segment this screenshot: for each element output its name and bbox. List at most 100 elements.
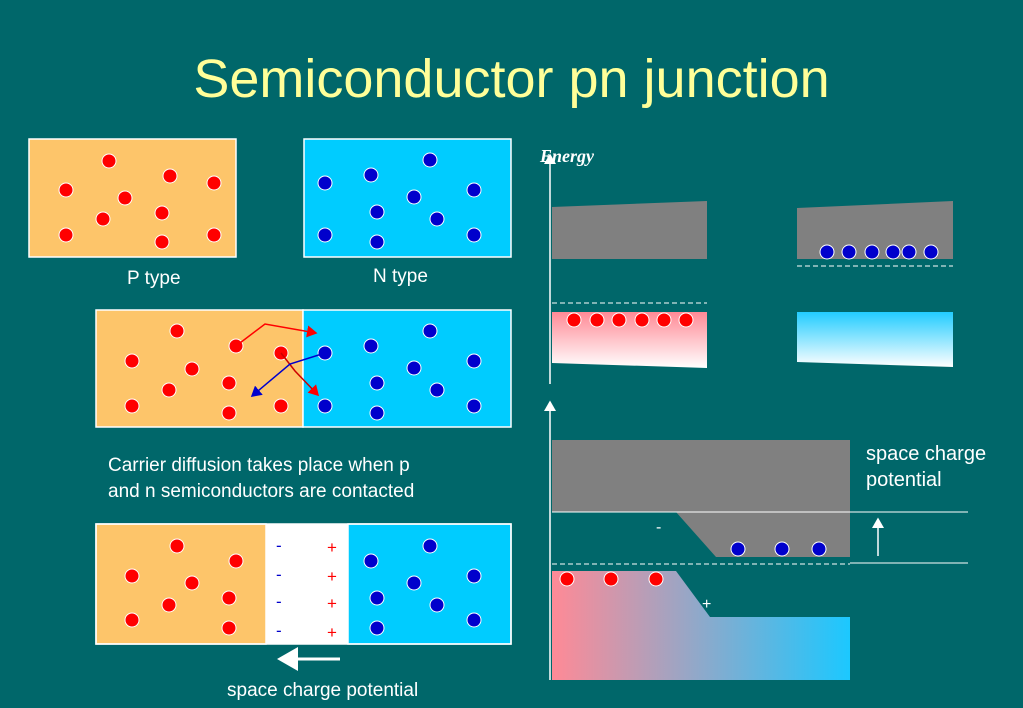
n-type-label: N type	[373, 266, 428, 287]
electron	[841, 244, 857, 260]
positive-charge: +	[327, 567, 337, 586]
hole	[154, 205, 170, 221]
electron	[406, 575, 422, 591]
hole	[648, 571, 664, 587]
p-type-label: P type	[127, 268, 181, 289]
positive-charge: +	[327, 623, 337, 642]
hole	[206, 227, 222, 243]
negative-charge: -	[276, 592, 282, 611]
hole-diffusion-arrow	[280, 352, 320, 397]
electron	[363, 338, 379, 354]
electron	[923, 244, 939, 260]
space-charge-right-label: space charge potential	[866, 441, 986, 493]
contact-electrons	[317, 323, 482, 421]
positive-charge: +	[327, 594, 337, 613]
electron	[317, 175, 333, 191]
band-diagram-separated	[544, 153, 953, 384]
junction-plus: +	[702, 596, 711, 613]
electron	[429, 597, 445, 613]
negative-charge: -	[276, 621, 282, 640]
hole	[589, 312, 605, 328]
hole-diffusion-arrow	[235, 323, 318, 347]
hole	[206, 175, 222, 191]
electron	[422, 538, 438, 554]
band-diagram-junction: - +	[544, 400, 968, 680]
hole	[124, 398, 140, 414]
p-conduction-band	[552, 201, 707, 259]
n-conduction-band	[797, 201, 953, 259]
electron	[317, 398, 333, 414]
hole	[611, 312, 627, 328]
hole	[678, 312, 694, 328]
diffusion-caption-line1: Carrier diffusion takes place when p	[108, 455, 410, 476]
electron	[369, 590, 385, 606]
electron	[363, 167, 379, 183]
hole	[221, 620, 237, 636]
p-type-holes	[58, 153, 222, 250]
electron	[422, 323, 438, 339]
positive-charge: +	[327, 538, 337, 557]
space-charge-right-line2: potential	[866, 469, 942, 491]
depletion-region	[266, 524, 348, 644]
hole	[124, 353, 140, 369]
electron	[422, 152, 438, 168]
hole	[221, 405, 237, 421]
hole	[161, 597, 177, 613]
hole	[184, 575, 200, 591]
hole	[221, 375, 237, 391]
hole	[184, 361, 200, 377]
hole	[124, 568, 140, 584]
space-charge-right-line1: space charge	[866, 443, 987, 465]
n-type-electrons	[317, 152, 482, 250]
hole	[117, 190, 133, 206]
hole	[273, 398, 289, 414]
depletion-charges: - - - - + + + +	[276, 536, 337, 642]
depleted-holes	[124, 538, 244, 636]
electron	[466, 182, 482, 198]
electron	[885, 244, 901, 260]
hole	[58, 182, 74, 198]
junction-valence-band	[552, 571, 850, 680]
hole	[161, 382, 177, 398]
n-valence-band	[797, 312, 953, 367]
negative-charge: -	[276, 565, 282, 584]
depleted-electrons	[363, 538, 482, 636]
diffusion-arrows	[235, 323, 326, 397]
energy-axis-label: Energy	[540, 146, 594, 166]
electron	[466, 568, 482, 584]
hole	[101, 153, 117, 169]
electron	[369, 204, 385, 220]
diffusion-caption-line2: and n semiconductors are contacted	[108, 481, 415, 502]
hole	[603, 571, 619, 587]
hole	[656, 312, 672, 328]
electron	[369, 375, 385, 391]
electron	[369, 234, 385, 250]
electron	[466, 353, 482, 369]
junction-conduction-band	[552, 440, 850, 557]
hole	[221, 590, 237, 606]
hole	[58, 227, 74, 243]
electron	[730, 541, 746, 557]
electron	[369, 620, 385, 636]
diffusion-caption: Carrier diffusion takes place when p and…	[108, 453, 414, 505]
electron-diffusion-arrow	[250, 352, 326, 397]
electron	[369, 405, 385, 421]
hole	[169, 323, 185, 339]
hole	[95, 211, 111, 227]
electron	[429, 382, 445, 398]
electron	[901, 244, 917, 260]
electron	[774, 541, 790, 557]
electron	[406, 360, 422, 376]
electron	[811, 541, 827, 557]
electron	[466, 227, 482, 243]
electron	[363, 553, 379, 569]
electron	[466, 612, 482, 628]
electron	[317, 227, 333, 243]
electron	[864, 244, 880, 260]
hole	[162, 168, 178, 184]
junction-minus: -	[656, 519, 661, 536]
hole	[228, 553, 244, 569]
hole	[566, 312, 582, 328]
hole	[124, 612, 140, 628]
